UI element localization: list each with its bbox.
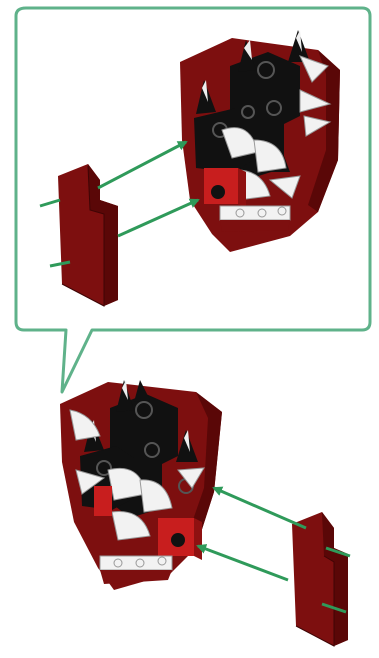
arrow-icon	[198, 546, 288, 580]
slope-piece	[292, 512, 348, 646]
assembly	[60, 380, 222, 590]
arrow-icon	[214, 488, 306, 528]
